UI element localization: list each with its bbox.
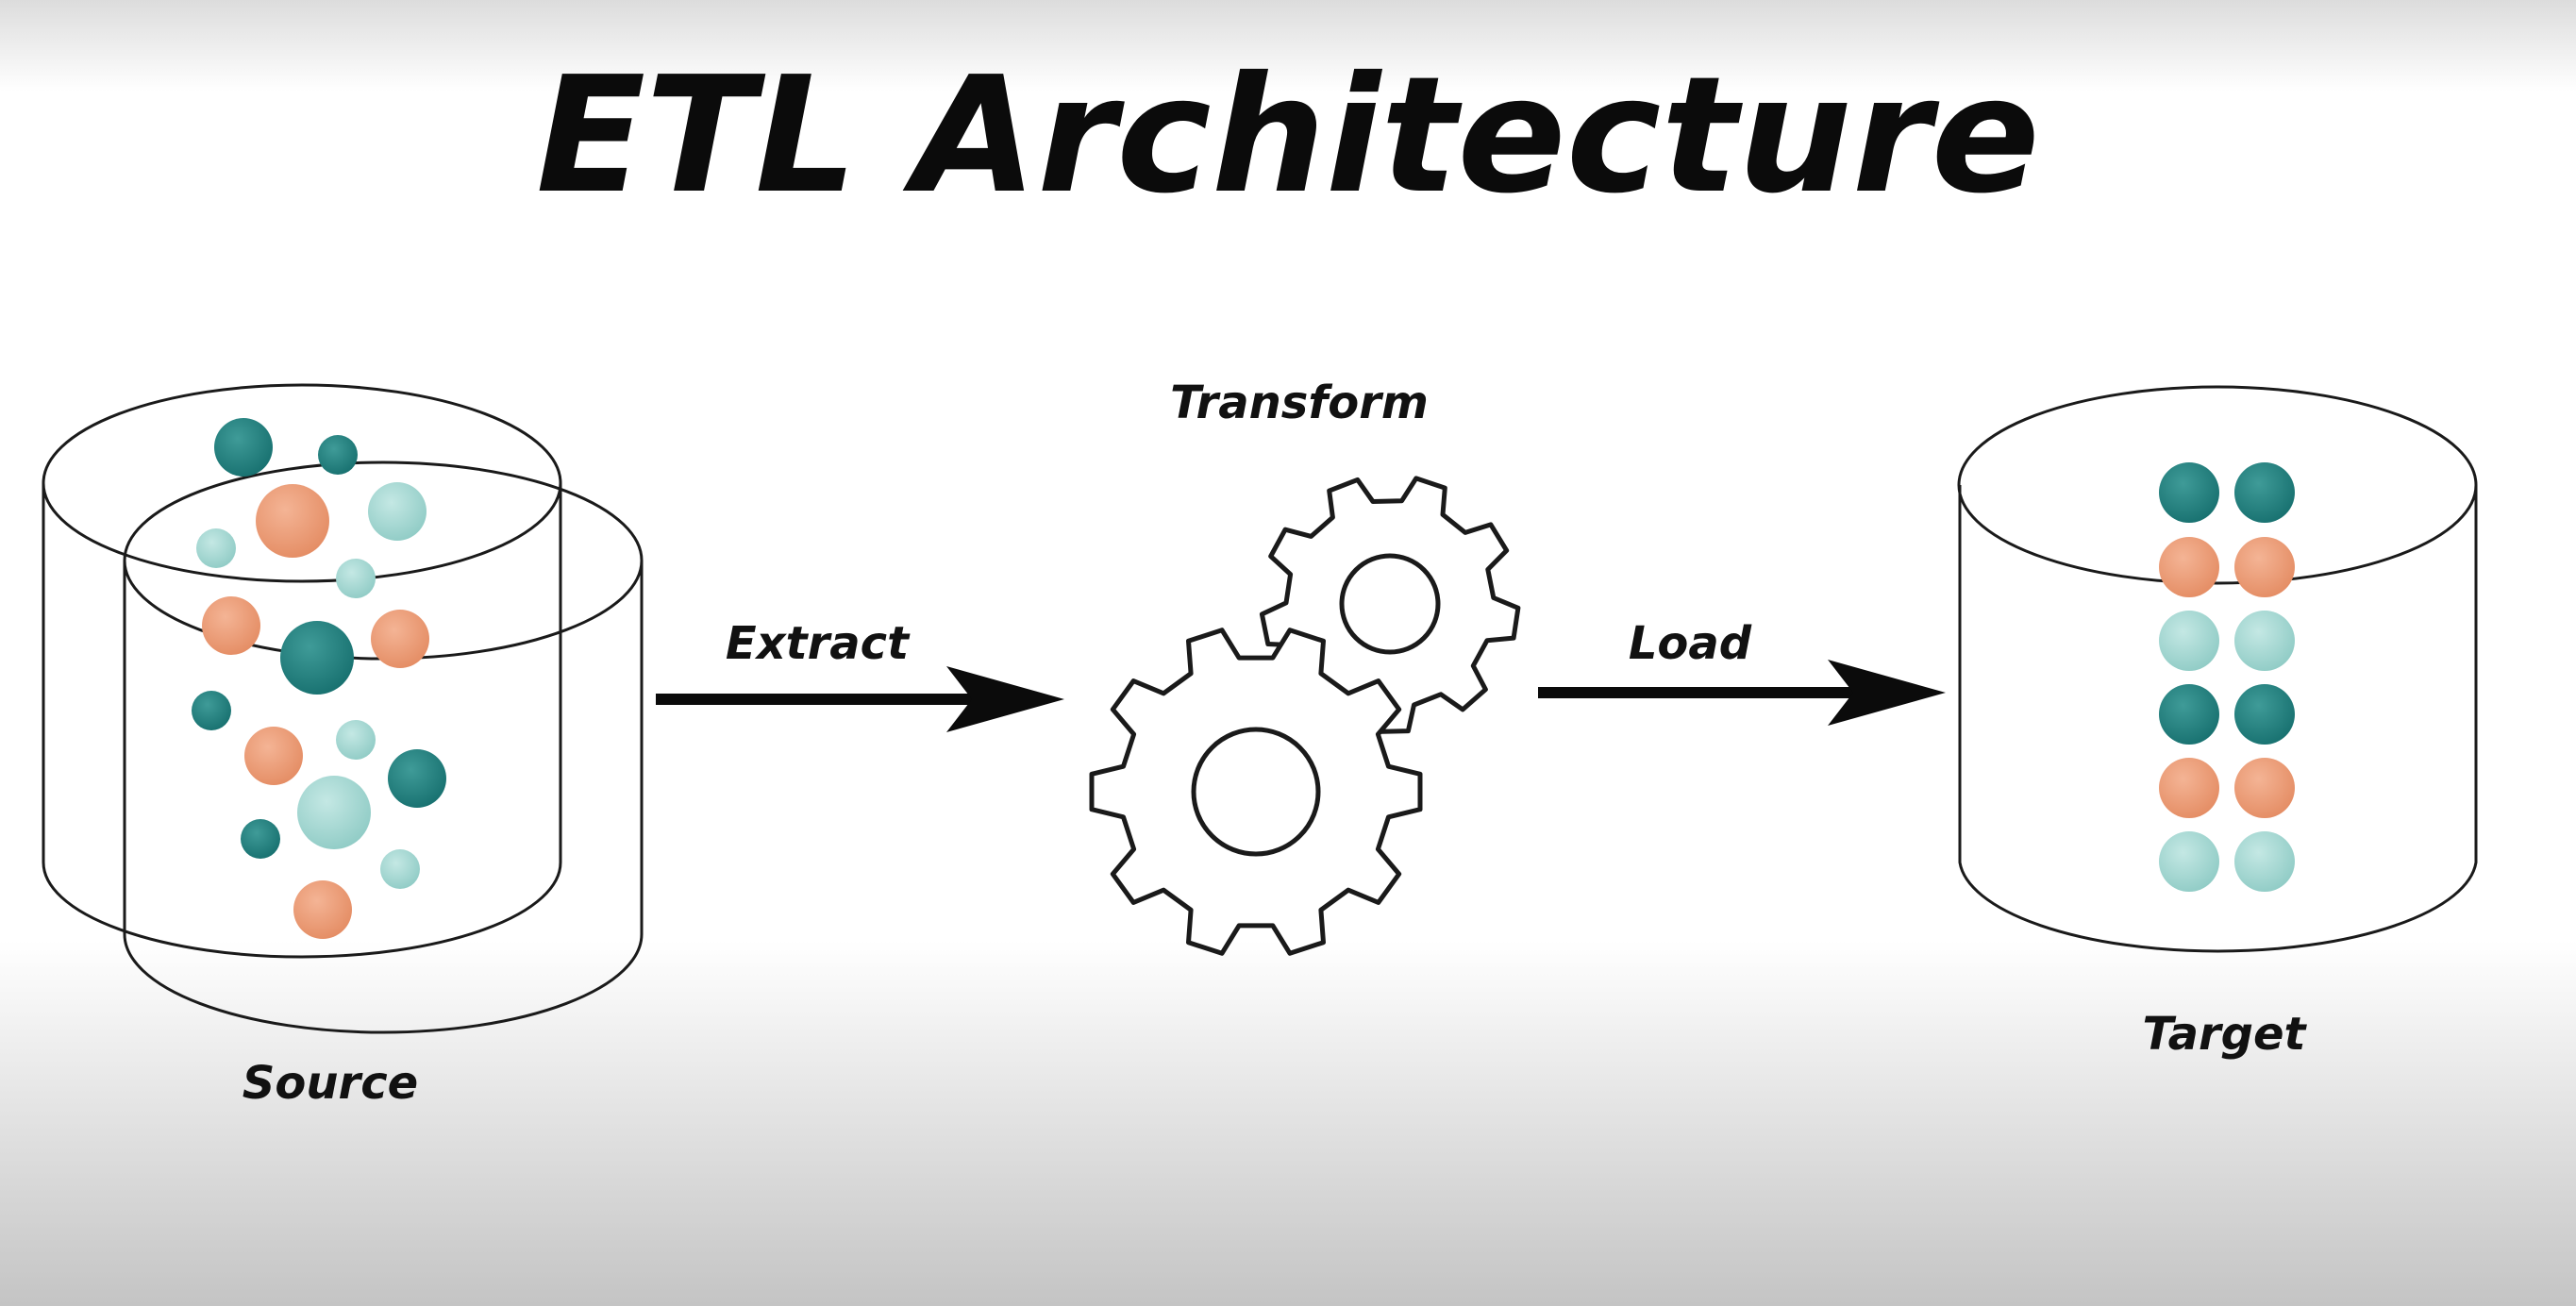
data-dot [2234, 831, 2295, 892]
load-arrow-head [1828, 660, 1946, 726]
data-dot [214, 418, 273, 477]
page-title: ETL Architecture [536, 42, 2040, 229]
data-dot [388, 749, 446, 808]
load-label: Load [1629, 617, 1752, 670]
data-dot [293, 880, 352, 939]
data-dot [244, 727, 303, 785]
data-dot [2159, 758, 2219, 818]
source-cylinder-back-top [42, 383, 562, 583]
data-dot [336, 559, 376, 598]
data-dot [280, 621, 354, 695]
data-dot [371, 610, 429, 668]
source-database-icon [42, 383, 644, 1034]
target-database-icon [1957, 385, 2478, 953]
transform-label: Transform [1170, 377, 1429, 429]
data-dot [256, 484, 329, 558]
data-dot [241, 819, 280, 859]
extract-arrow-head [946, 666, 1064, 732]
source-cylinder-back [42, 483, 562, 959]
gears-icon [1089, 476, 1521, 956]
data-dot [196, 528, 236, 568]
extract-label: Extract [726, 617, 911, 670]
data-dot [336, 720, 376, 760]
target-data-dots [2159, 462, 2295, 892]
target-cylinder-body [1958, 485, 2478, 953]
data-dot [192, 691, 231, 730]
data-dot [2234, 537, 2295, 597]
data-dot [2234, 684, 2295, 745]
data-dot [380, 849, 420, 889]
data-dot [368, 482, 427, 541]
source-cylinder-front [123, 561, 644, 1034]
data-dot [318, 435, 358, 475]
data-dot [2234, 758, 2295, 818]
data-dot [297, 776, 371, 849]
load-arrow [1538, 660, 1946, 726]
data-dot [2234, 462, 2295, 523]
target-label: Target [2143, 1008, 2308, 1061]
source-label: Source [243, 1057, 418, 1110]
extract-arrow [656, 666, 1064, 732]
data-dot [2159, 684, 2219, 745]
source-data-dots [192, 418, 446, 939]
data-dot [2234, 611, 2295, 671]
data-dot [202, 596, 260, 655]
target-cylinder-top [1957, 385, 2478, 585]
data-dot [2159, 831, 2219, 892]
data-dot [2159, 537, 2219, 597]
large-gear-hole [1191, 727, 1321, 857]
data-dot [2159, 462, 2219, 523]
small-gear-hole [1339, 553, 1441, 655]
data-dot [2159, 611, 2219, 671]
